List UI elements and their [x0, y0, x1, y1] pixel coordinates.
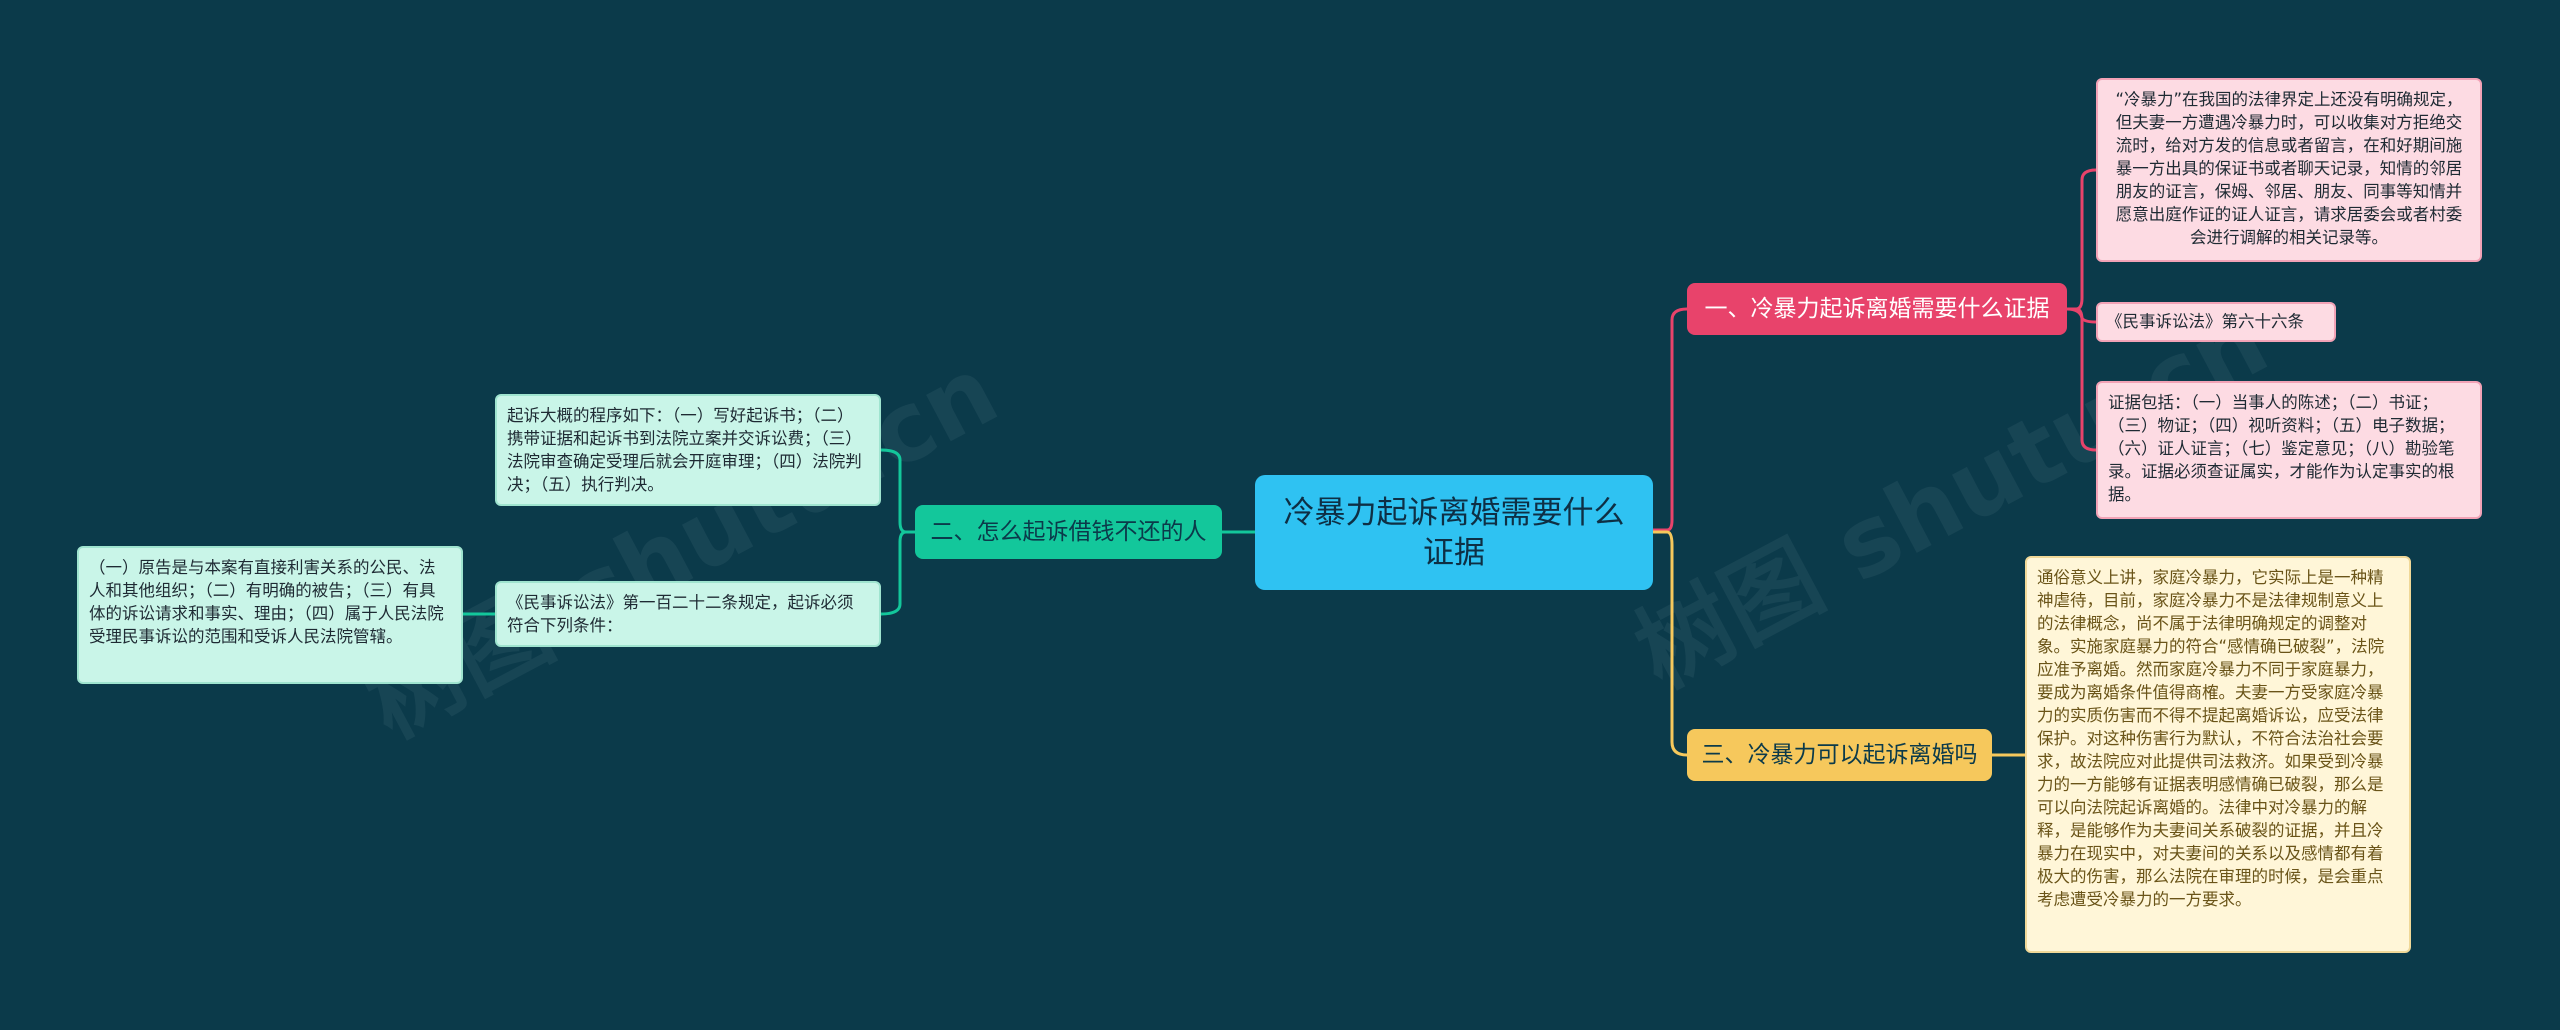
subtopic-civil-procedure-article-122[interactable]: 《民事诉讼法》第一百二十二条规定，起诉必须符合下列条件： [495, 581, 881, 647]
subtopic-cold-violence-evidence[interactable]: “冷暴力”在我国的法律界定上还没有明确规定，但夫妻一方遭遇冷暴力时，可以收集对方… [2096, 78, 2482, 262]
branch-topic-3-label: 三、冷暴力可以起诉离婚吗 [1701, 742, 1978, 768]
connector-branch-1-leaf-1 [2067, 168, 2097, 311]
connector-branch-2-leaf-1 [880, 448, 915, 534]
subtopic-text: 《民事诉讼法》第六十六条 [2106, 312, 2304, 331]
subtopic-text: 证据包括：（一）当事人的陈述；（二）书证；（三）物证；（四）视听资料；（五）电子… [2108, 393, 2455, 504]
connector-root-branch-3 [1653, 530, 1688, 757]
branch-topic-1[interactable]: 一、冷暴力起诉离婚需要什么证据 [1687, 283, 2067, 335]
connector-branch-1-leaf-3 [2067, 307, 2097, 452]
subtopic-cold-violence-divorce[interactable]: 通俗意义上讲，家庭冷暴力，它实际上是一种精神虐待，目前，家庭冷暴力不是法律规制意… [2025, 556, 2411, 953]
branch-topic-2-label: 二、怎么起诉借钱不还的人 [930, 519, 1207, 545]
branch-topic-1-label: 一、冷暴力起诉离婚需要什么证据 [1704, 296, 2050, 322]
subtopic-text: （一）原告是与本案有直接利害关系的公民、法人和其他组织；（二）有明确的被告；（三… [89, 558, 444, 646]
subtopic-civil-procedure-article-66[interactable]: 《民事诉讼法》第六十六条 [2096, 302, 2336, 342]
subtopic-lawsuit-procedure[interactable]: 起诉大概的程序如下：（一）写好起诉书；（二）携带证据和起诉书到法院立案并交诉讼费… [495, 394, 881, 506]
subtopic-evidence-types[interactable]: 证据包括：（一）当事人的陈述；（二）书证；（三）物证；（四）视听资料；（五）电子… [2096, 381, 2482, 519]
subtopic-text: 通俗意义上讲，家庭冷暴力，它实际上是一种精神虐待，目前，家庭冷暴力不是法律规制意… [2037, 568, 2385, 909]
root-topic-label: 冷暴力起诉离婚需要什么证据 [1283, 494, 1625, 571]
connector-root-branch-1 [1653, 307, 1688, 532]
subtopic-lawsuit-conditions[interactable]: （一）原告是与本案有直接利害关系的公民、法人和其他组织；（二）有明确的被告；（三… [77, 546, 463, 684]
subtopic-text: 起诉大概的程序如下：（一）写好起诉书；（二）携带证据和起诉书到法院立案并交诉讼费… [507, 406, 862, 494]
branch-topic-3[interactable]: 三、冷暴力可以起诉离婚吗 [1687, 729, 1992, 781]
root-topic[interactable]: 冷暴力起诉离婚需要什么证据 [1255, 475, 1653, 590]
subtopic-text: “冷暴力”在我国的法律界定上还没有明确规定，但夫妻一方遭遇冷暴力时，可以收集对方… [2115, 90, 2463, 247]
branch-topic-2[interactable]: 二、怎么起诉借钱不还的人 [915, 505, 1222, 559]
subtopic-text: 《民事诉讼法》第一百二十二条规定，起诉必须符合下列条件： [507, 593, 854, 635]
connector-branch-2-leaf-2 [880, 530, 915, 616]
